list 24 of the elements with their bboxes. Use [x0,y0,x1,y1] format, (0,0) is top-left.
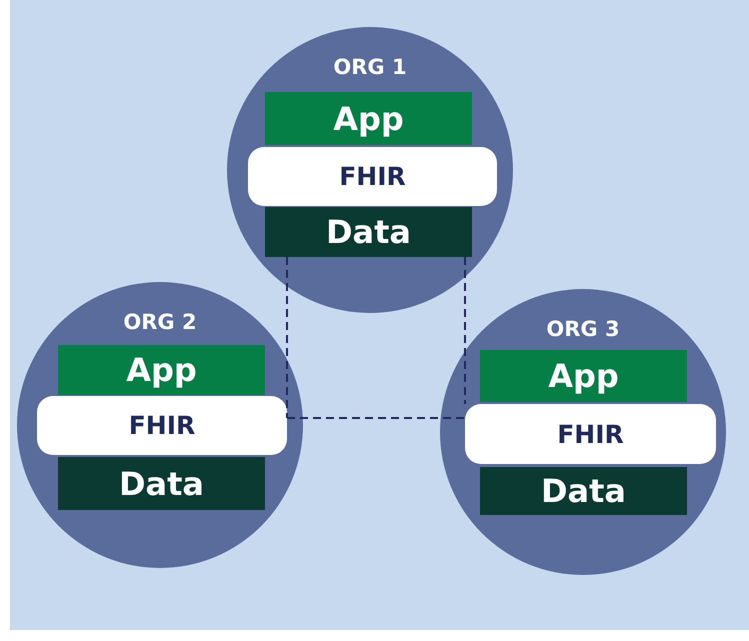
organization-label: ORG 2 [122,310,198,334]
data-layer-box [265,207,472,257]
layer-label: FHIR [339,162,406,191]
layer-label: App [333,100,404,138]
app-layer-box [480,350,687,402]
app-layer-box [265,92,472,145]
dashed-connector [287,417,465,419]
layer-label: Data [118,464,204,502]
data-layer-box [480,467,687,515]
layer-label: App [548,357,619,395]
dashed-connector [286,257,288,418]
data-layer-box [58,457,265,510]
layer-label: Data [540,472,626,510]
layer-label: App [126,351,197,389]
organization-label: ORG 3 [545,317,621,341]
dashed-connector [464,257,466,404]
layer-label: FHIR [128,411,196,440]
layer-label: Data [326,213,412,251]
fhir-layer-box [465,404,716,464]
organization-label: ORG 1 [332,55,408,79]
layer-label: FHIR [557,420,624,448]
app-layer-box [58,345,265,395]
fhir-layer-box [248,147,497,206]
fhir-layer-box [37,396,287,455]
